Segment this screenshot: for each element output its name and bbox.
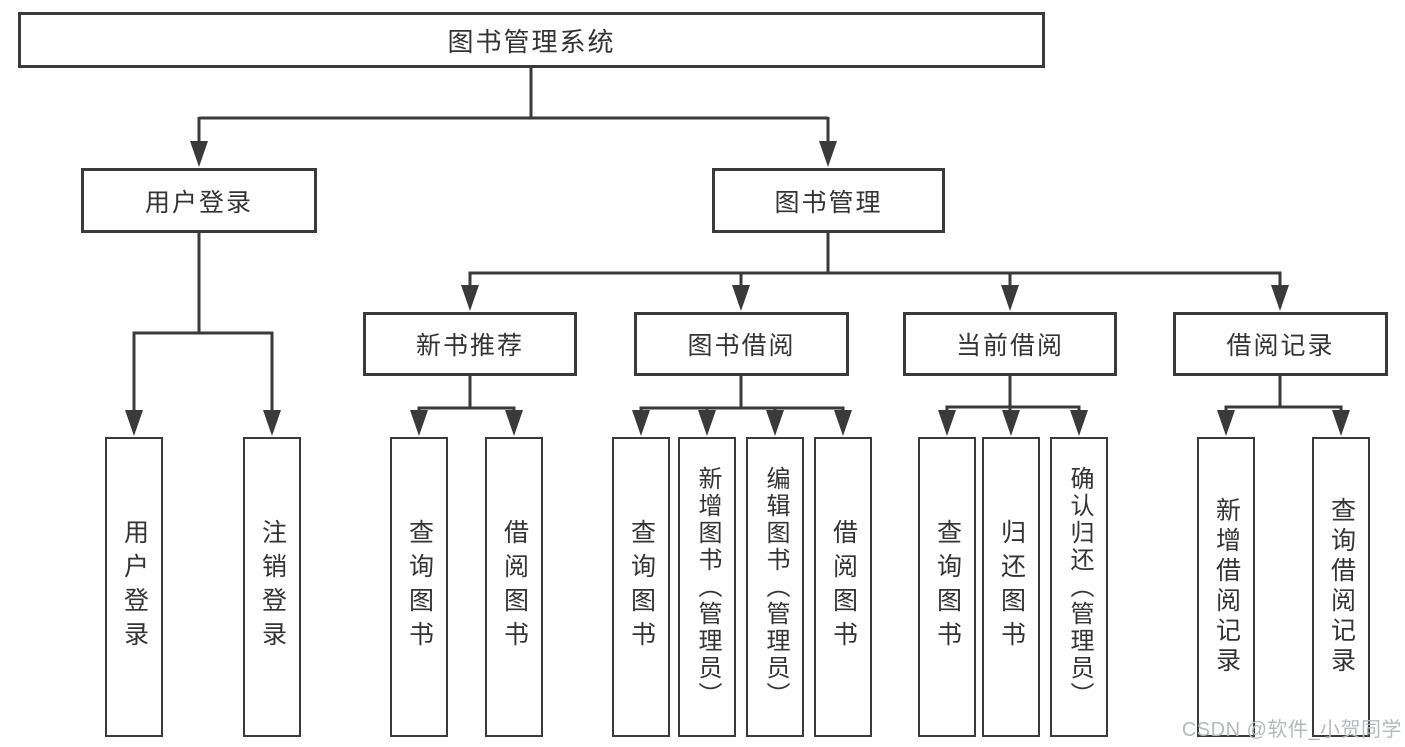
leaf-logout: 注销登录: [243, 437, 301, 737]
leaf-edit-books-admin: 编辑图书（管理员）: [746, 437, 804, 737]
leaf-recommend-query-books: 查询图书: [390, 437, 448, 737]
node-new-book-recommend: 新书推荐: [363, 312, 577, 376]
leaf-recommend-borrow-books: 借阅图书: [485, 437, 543, 737]
leaf-borrow-books: 借阅图书: [814, 437, 872, 737]
node-book-borrow: 图书借阅: [634, 312, 849, 376]
leaf-add-books-admin: 新增图书（管理员）: [678, 437, 736, 737]
leaf-return-books: 归还图书: [982, 437, 1040, 737]
leaf-borrow-query-books: 查询图书: [612, 437, 670, 737]
leaf-current-query-books: 查询图书: [918, 437, 976, 737]
node-borrow-records: 借阅记录: [1173, 312, 1388, 376]
arrowheads: [125, 141, 1350, 436]
leaf-user-login: 用户登录: [105, 437, 163, 737]
node-current-borrow: 当前借阅: [903, 312, 1117, 376]
node-user-login: 用户登录: [81, 168, 317, 233]
leaf-query-borrow-record: 查询借阅记录: [1312, 437, 1370, 737]
leaf-confirm-return-admin: 确认归还（管理员）: [1050, 437, 1108, 737]
node-book-management: 图书管理: [712, 168, 945, 233]
leaf-add-borrow-record: 新增借阅记录: [1197, 437, 1255, 737]
node-library-system: 图书管理系统: [18, 12, 1045, 68]
watermark-text: CSDN @软件_小贺同学: [1181, 719, 1402, 741]
